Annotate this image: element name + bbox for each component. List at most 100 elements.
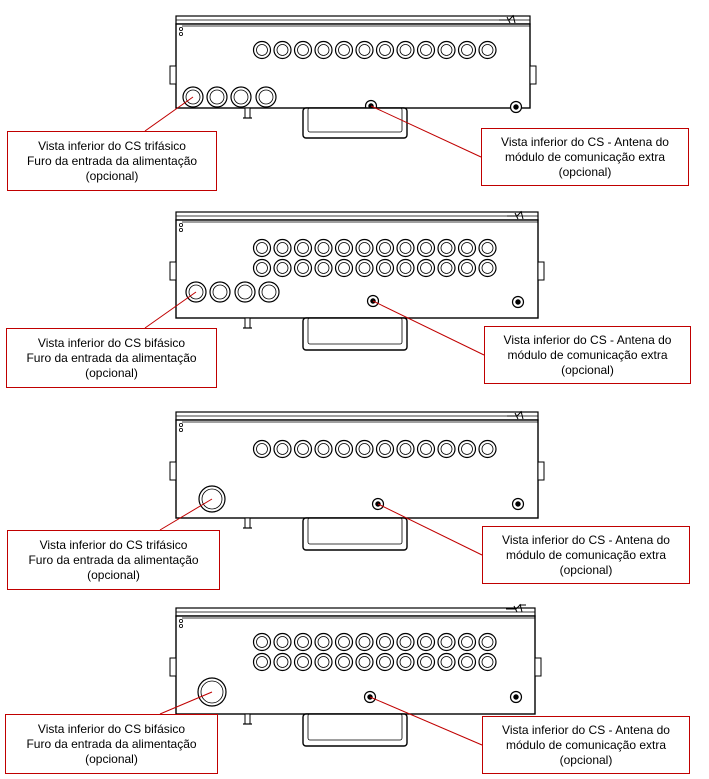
panel-3-gland-r1-5 (334, 439, 354, 459)
panel-4-hinge-mark (178, 624, 183, 629)
panel-4-power-entry-hole-1-inner (200, 680, 224, 704)
panel-3-gland-r1-6-inner (358, 443, 371, 455)
panel-2-gland-r2-1-inner (256, 262, 268, 274)
panel-4-gland-r2-3-inner (297, 656, 309, 668)
panel-2-handle-inner (307, 317, 403, 345)
panel-3-latch-icon (507, 410, 527, 420)
callout-line: Furo da entrada da alimentação (26, 153, 198, 168)
panel-2-gland-r2-12 (478, 258, 497, 278)
panel-3-ground-stud (244, 517, 251, 529)
panel-1-gland-r1-10 (437, 40, 456, 60)
panel-4-left-bracket (169, 657, 177, 677)
panel-2-power-entry-hole-2-inner (212, 284, 228, 300)
panel-3-handle (302, 517, 408, 551)
panel-4-gland-r1-5-inner (338, 636, 350, 648)
panel-4-antenna-nut-center (513, 694, 519, 700)
panel-1-gland-r1-12 (478, 40, 497, 60)
panel-3-gland-r1-4 (314, 439, 333, 459)
callout-line: (opcional) (85, 365, 138, 380)
panel-2-gland-r1-11 (457, 238, 477, 258)
panel-4-gland-r2-12-inner (481, 656, 494, 668)
panel-1-gland-r1-5-inner (338, 44, 350, 56)
panel-1-latch-icon (499, 14, 519, 24)
panel-4-gland-r2-7-inner (379, 656, 391, 668)
panel-2-ground-stud (244, 317, 251, 329)
panel-4-gland-r2-10 (437, 652, 456, 672)
panel-1-power-entry-hole-4-inner (258, 89, 274, 105)
panel-4-gland-r2-4-inner (317, 656, 330, 668)
panel-4-gland-r2-11-inner (461, 656, 473, 668)
panel-4-gland-r1-10 (437, 632, 456, 652)
panel-4-gland-r1-9 (416, 632, 436, 652)
panel-3-gland-r1-10-inner (440, 443, 453, 455)
panel-3-gland-r1-11-inner (461, 443, 473, 455)
panel-2-gland-r1-9 (416, 238, 436, 258)
panel-3-gland-r1-12 (478, 439, 497, 459)
panel-4-right-bracket (534, 657, 542, 677)
panel-4-gland-r2-5-inner (338, 656, 350, 668)
panel-4-hinge-mark (178, 619, 183, 624)
callout-antenna-1: Vista inferior do CS - Antena do módulo … (481, 128, 689, 186)
panel-2-gland-r1-1-inner (256, 242, 268, 254)
panel-3-gland-r1-2 (273, 439, 292, 459)
panel-4-gland-r1-7 (375, 632, 395, 652)
panel-2-gland-r2-12-inner (481, 262, 494, 274)
panel-4-gland-r2-8 (396, 652, 415, 672)
panel-3-gland-r1-4-inner (317, 443, 330, 455)
panel-4-gland-r1-1 (252, 632, 272, 652)
panel-4-leader-power (159, 691, 213, 715)
panel-2-leader-antenna (372, 300, 485, 356)
panel-1-enclosure (175, 23, 531, 109)
panel-1-gland-r1-12-inner (481, 44, 494, 56)
panel-3-gland-r1-2-inner (276, 443, 289, 455)
panel-1-gland-r1-3 (293, 40, 313, 60)
callout-line: (opcional) (87, 567, 140, 582)
panel-2-gland-r1-7 (375, 238, 395, 258)
panel-2-gland-r1-3 (293, 238, 313, 258)
panel-1-gland-r1-6-inner (358, 44, 371, 56)
panel-4-gland-r2-2 (273, 652, 292, 672)
panel-2-antenna-nut-center (515, 299, 521, 305)
panel-2-gland-r1-6-inner (358, 242, 371, 254)
panel-2-gland-r2-11 (457, 258, 477, 278)
panel-2-power-entry-hole-1-inner (188, 284, 204, 300)
callout-line: Vista inferior do CS bifásico (37, 335, 186, 350)
callout-line: módulo de comunicação extra (504, 149, 666, 164)
panel-1-gland-r1-11-inner (461, 44, 473, 56)
panel-4-gland-r1-5 (334, 632, 354, 652)
callout-line: (opcional) (85, 168, 139, 183)
callout-line: Vista inferior do CS - Antena do (503, 332, 672, 347)
panel-2-gland-r2-7 (375, 258, 395, 278)
callout-line: Furo da entrada da alimentação (26, 736, 197, 751)
panel-2-gland-r2-8-inner (399, 262, 412, 274)
panel-4-gland-r2-10-inner (440, 656, 453, 668)
panel-1-gland-r1-3-inner (297, 44, 309, 56)
callout-line: Vista inferior do CS bifásico (37, 721, 186, 736)
panel-4-gland-r2-2-inner (276, 656, 289, 668)
panel-1-hinge-mark (178, 32, 183, 37)
panel-2-gland-r1-8 (396, 238, 415, 258)
panel-3-enclosure (175, 419, 539, 519)
panel-4-gland-r2-11 (457, 652, 477, 672)
panel-1-gland-r1-9 (416, 40, 436, 60)
panel-4-gland-r1-3 (293, 632, 313, 652)
panel-4-gland-r1-1-inner (256, 636, 268, 648)
panel-2-gland-r1-12 (478, 238, 497, 258)
panel-1-gland-r1-1-inner (256, 44, 268, 56)
panel-2-gland-r2-4 (314, 258, 333, 278)
callout-line: módulo de comunicação extra (505, 737, 667, 752)
panel-1-gland-r1-4 (314, 40, 333, 60)
callout-power-entry-4: Vista inferior do CS bifásico Furo da en… (5, 714, 218, 774)
panel-2-gland-r1-9-inner (420, 242, 432, 254)
panel-4-gland-r1-4-inner (317, 636, 330, 648)
panel-4-gland-r2-6 (355, 652, 374, 672)
panel-2-gland-r2-2-inner (276, 262, 289, 274)
panel-2-gland-r2-4-inner (317, 262, 330, 274)
panel-4-latch-icon (506, 603, 526, 613)
panel-4-gland-r1-9-inner (420, 636, 432, 648)
panel-1-gland-r1-4-inner (317, 44, 330, 56)
callout-line: Vista inferior do CS trifásico (38, 138, 186, 153)
panel-1-leader-antenna (370, 105, 482, 158)
panel-3-antenna-nut-center (515, 501, 521, 507)
panel-3-hinge-mark (178, 422, 183, 427)
